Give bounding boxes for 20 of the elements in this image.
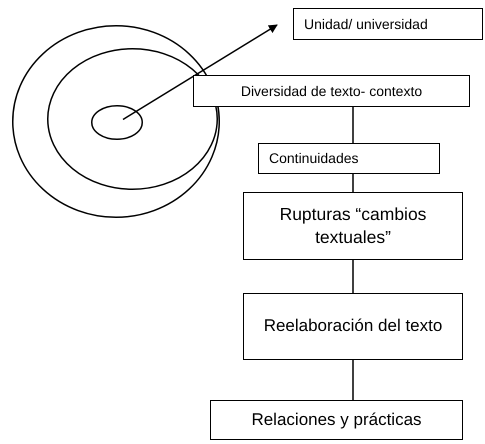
- connector-line: [352, 260, 354, 293]
- box-label: Unidad/ universidad: [304, 14, 428, 34]
- connector-line: [352, 174, 354, 192]
- box-label: Continuidades: [269, 149, 359, 168]
- box-label: Diversidad de texto- contexto: [240, 82, 422, 100]
- process-box: [243, 293, 463, 360]
- ring-ellipse: [47, 48, 218, 190]
- box-label: Rupturas “cambios textuales”: [278, 203, 428, 249]
- process-box: [258, 143, 440, 174]
- ring-ellipse: [12, 25, 220, 218]
- box-label: Relaciones y prácticas: [251, 408, 422, 431]
- process-box: [293, 8, 483, 40]
- process-box: [243, 192, 463, 260]
- process-box: [210, 400, 463, 440]
- ring-ellipse: [91, 105, 143, 140]
- connector-line: [352, 107, 354, 143]
- process-box: [193, 75, 470, 107]
- connector-line: [352, 360, 354, 400]
- arrow: [122, 24, 278, 120]
- box-label: Reelaboración del texto: [264, 315, 442, 338]
